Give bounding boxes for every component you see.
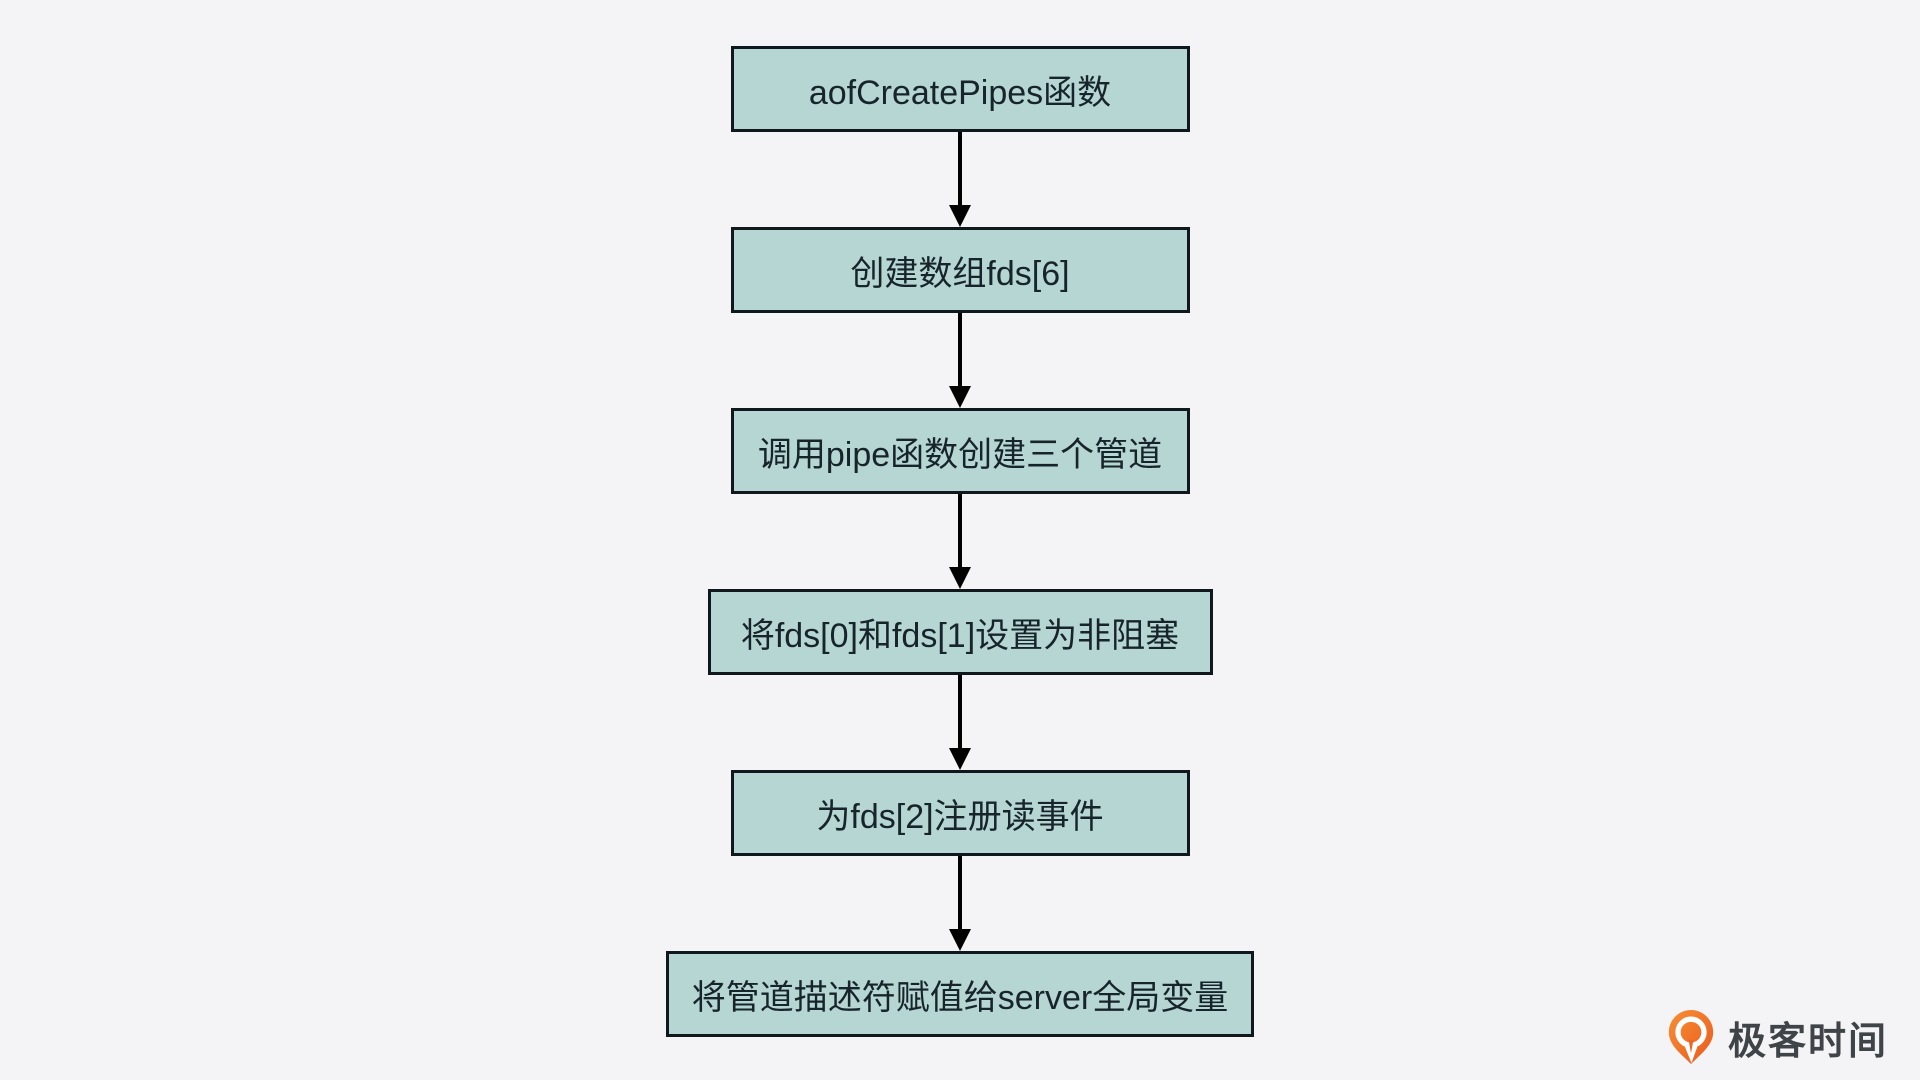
- flow-node-register-read-event: 为fds[2]注册读事件: [730, 770, 1190, 856]
- geektime-logo-text: 极客时间: [1727, 1020, 1888, 1063]
- flow-node-label: aofCreatePipes函数: [808, 73, 1112, 112]
- arrow-shaft: [958, 856, 962, 930]
- flow-arrow-down: [949, 675, 971, 770]
- flow-node-label: 将管道描述符赋值给server全局变量: [691, 978, 1229, 1017]
- arrow-shaft: [958, 494, 962, 568]
- flow-arrow-down: [949, 313, 971, 408]
- arrow-head-icon: [949, 748, 971, 770]
- arrow-shaft: [958, 313, 962, 387]
- flow-node-set-nonblocking: 将fds[0]和fds[1]设置为非阻塞: [707, 589, 1213, 675]
- flow-node-create-fds-array: 创建数组fds[6]: [730, 227, 1190, 313]
- arrow-head-icon: [949, 205, 971, 227]
- geektime-logo: 极客时间: [1664, 1008, 1888, 1066]
- flowchart: aofCreatePipes函数 创建数组fds[6] 调用pipe函数创建三个…: [0, 46, 1920, 1037]
- flow-node-label: 调用pipe函数创建三个管道: [757, 435, 1163, 474]
- geektime-pin-icon: [1668, 1010, 1714, 1064]
- flow-node-assign-server-globals: 将管道描述符赋值给server全局变量: [666, 951, 1254, 1037]
- flow-node-label: 创建数组fds[6]: [850, 254, 1070, 293]
- flow-node-label: 为fds[2]注册读事件: [816, 797, 1104, 836]
- flow-arrow-down: [949, 132, 971, 227]
- flow-arrow-down: [949, 856, 971, 951]
- flow-node-call-pipe: 调用pipe函数创建三个管道: [730, 408, 1190, 494]
- flow-arrow-down: [949, 494, 971, 589]
- arrow-shaft: [958, 675, 962, 749]
- arrow-head-icon: [949, 929, 971, 951]
- flow-node-label: 将fds[0]和fds[1]设置为非阻塞: [740, 616, 1180, 655]
- arrow-shaft: [958, 132, 962, 206]
- arrow-head-icon: [949, 386, 971, 408]
- flow-node-aofcreatepipes: aofCreatePipes函数: [730, 46, 1190, 132]
- arrow-head-icon: [949, 567, 971, 589]
